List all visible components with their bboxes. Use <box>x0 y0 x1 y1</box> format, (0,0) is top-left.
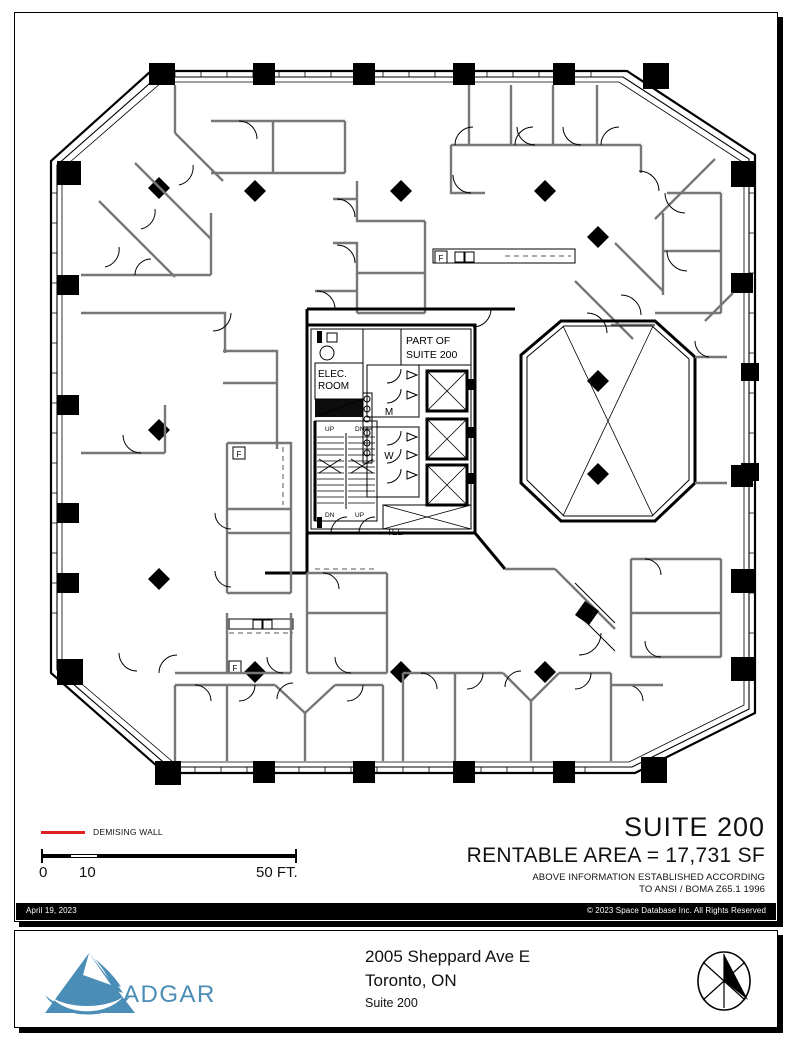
north-center-rooms <box>315 181 427 315</box>
scale-tick-50 <box>295 849 297 863</box>
label-elec-room-line2: ROOM <box>318 381 349 392</box>
kitchenette-north: F <box>432 248 576 264</box>
address-city: Toronto, ON <box>365 971 457 991</box>
perimeter-columns <box>57 63 755 785</box>
west-open-area <box>81 311 279 455</box>
label-stair-dn-right: DN <box>355 426 365 433</box>
north-arrow <box>667 931 777 1027</box>
area-standard-note-line2: TO ANSI / BOMA Z65.1 1996 <box>639 884 765 896</box>
label-part-of-suite-line2: SUITE 200 <box>406 349 458 361</box>
demising-wall-swatch <box>41 830 85 834</box>
demising-wall-legend: DEMISING WALL <box>41 825 341 839</box>
mens-washroom: M <box>362 364 420 430</box>
title-block: ADGAR 2005 Sheppard Ave E Toronto, ON Su… <box>15 931 777 1027</box>
scale-numbers: 0 10 50 FT. <box>39 864 341 884</box>
stairwell: UP DN DN UP <box>313 420 378 522</box>
scale-value-10: 10 <box>79 864 96 881</box>
plan-geometry: F PART OF SUITE 200 <box>49 63 759 785</box>
address-suite: Suite 200 <box>365 996 418 1011</box>
scale-bar-line <box>41 854 297 858</box>
south-offices <box>173 670 663 761</box>
building-core: PART OF SUITE 200 ELEC. ROOM <box>305 323 477 537</box>
label-stair-up-left: UP <box>325 426 334 433</box>
core-corridor <box>265 307 515 575</box>
label-mens: M <box>385 407 393 418</box>
womens-washroom: W <box>362 426 420 498</box>
address-street: 2005 Sheppard Ave E <box>365 947 531 966</box>
lower-center-rooms <box>305 571 389 675</box>
rentable-area: RENTABLE AREA = 17,731 SF <box>466 844 765 868</box>
central-west-rooms: F F <box>118 441 294 675</box>
plan-sheet: .ext { fill:none; stroke:#000; stroke-wi… <box>14 12 778 922</box>
scale-tick-0 <box>41 849 43 863</box>
copyright-notice: © 2023 Space Database Inc. All Rights Re… <box>586 906 766 915</box>
elevator-bank <box>425 369 474 507</box>
title-block-sheet: ADGAR 2005 Sheppard Ave E Toronto, ON Su… <box>14 930 778 1028</box>
demising-wall-label: DEMISING WALL <box>93 827 163 837</box>
label-fridge-west: F <box>237 450 242 459</box>
label-fridge-west-2: F <box>233 664 238 673</box>
adgar-logo: ADGAR <box>15 931 245 1027</box>
scale-value-50: 50 FT. <box>256 864 298 881</box>
building-address: 2005 Sheppard Ave E Toronto, ON Suite 20… <box>245 945 667 1013</box>
exterior-shell <box>49 69 757 775</box>
scale-bar-segment <box>71 854 97 858</box>
northeast-diagonal-offices <box>574 145 723 340</box>
adgar-wordmark: ADGAR <box>123 981 216 1008</box>
label-elec-room-line1: ELEC. <box>318 369 347 380</box>
suite-name: SUITE 200 <box>623 812 765 842</box>
label-womens: W <box>384 451 394 462</box>
interior-columns <box>148 177 759 683</box>
north-arrow-icon <box>697 951 751 1011</box>
sheet-footer-bar: April 19, 2023 © 2023 Space Database Inc… <box>16 903 776 920</box>
label-fridge-north: F <box>439 254 444 263</box>
label-part-of-suite-line1: PART OF <box>406 335 450 347</box>
legend: DEMISING WALL 0 10 50 FT. <box>39 825 341 905</box>
suite-info: SUITE 200 RENTABLE AREA = 17,731 SF ABOV… <box>345 812 765 896</box>
northeast-offices <box>449 85 641 195</box>
plan-date: April 19, 2023 <box>26 906 77 915</box>
octagonal-atrium <box>519 319 697 523</box>
northwest-offices <box>81 85 347 278</box>
area-standard-note-line1: ABOVE INFORMATION ESTABLISHED ACCORDING <box>532 872 765 884</box>
label-stair-dn-left: DN <box>325 512 335 519</box>
scale-value-0: 0 <box>39 864 48 881</box>
scale-bar <box>41 849 297 863</box>
label-stair-up-right: UP <box>355 512 364 519</box>
floor-plan-drawing: .ext { fill:none; stroke:#000; stroke-wi… <box>15 13 777 921</box>
adgar-bird-icon <box>45 953 135 1015</box>
east-rooms <box>694 292 734 485</box>
southeast-rooms <box>315 557 723 659</box>
